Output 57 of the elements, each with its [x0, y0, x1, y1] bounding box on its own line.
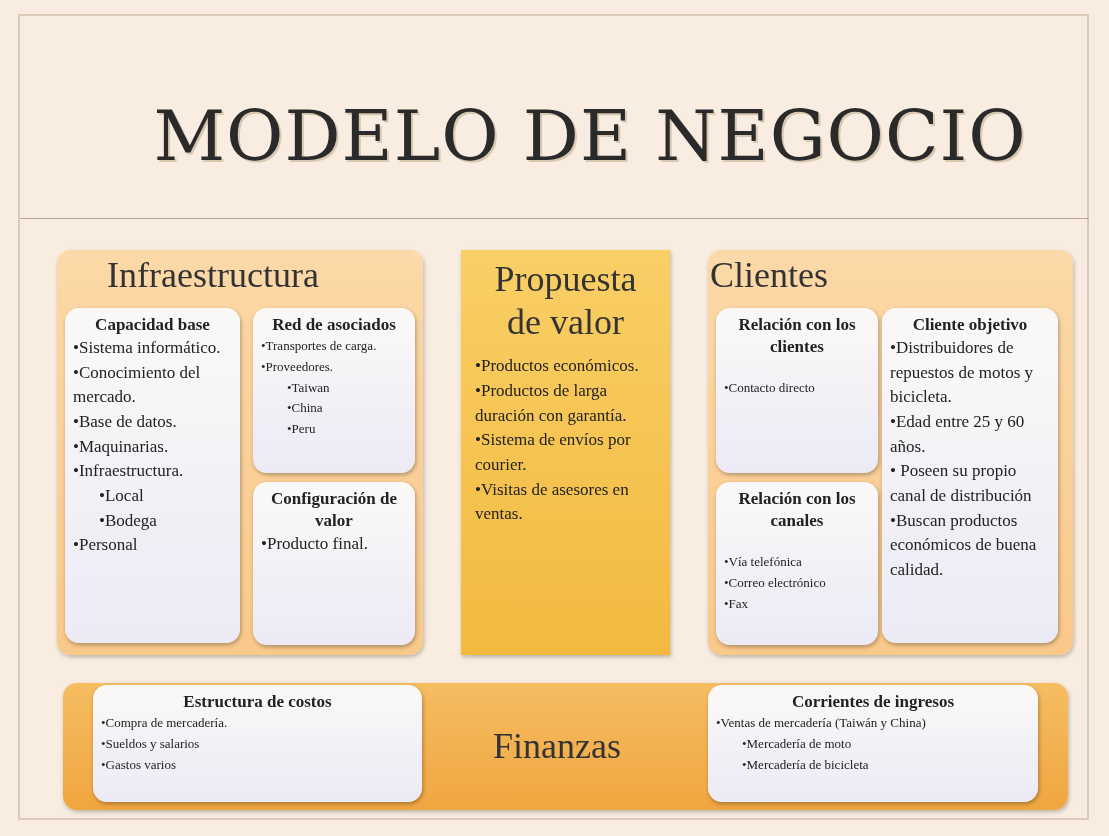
card-heading: Cliente objetivo [911, 314, 1029, 336]
card-heading: Capacidad base [94, 314, 211, 336]
list-item: •Bodega [99, 509, 158, 532]
list-item: •Buscan productos económicos de buena calidad. [890, 509, 1038, 581]
section-heading: Finanzas [493, 725, 621, 767]
list-item: •Edad entre 25 y 60 años. [890, 411, 1026, 458]
content-card [882, 308, 1058, 643]
list-item: •Taiwan [287, 378, 331, 397]
value-proposition-panel [461, 250, 670, 655]
section-heading: Infraestructura [107, 254, 319, 296]
list-item: •Infraestructura. [73, 460, 185, 483]
card-heading: Corrientes de ingresos [790, 691, 956, 713]
list-item: •China [287, 399, 324, 418]
card-heading: Red de asociados [271, 314, 397, 336]
content-card [253, 308, 415, 473]
list-item: •Maquinarias. [73, 435, 170, 458]
list-item: •Distribuidores de repuestos de motos y bicicleta. [890, 337, 1035, 409]
title: MODELO DE NEGOCIO [152, 95, 1028, 177]
list-item: •Ventas de mercadería (Taiwán y China) [716, 714, 927, 733]
card-heading: Relación con los canales [737, 488, 857, 533]
list-item: •Transportes de carga. [261, 337, 378, 356]
card-heading: Estructura de costos [182, 691, 333, 713]
list-item: •Peru [287, 420, 317, 439]
list-item: •Productos económicos. [475, 355, 640, 378]
list-item: •Mercadería de bicicleta [742, 755, 870, 774]
list-item: •Base de datos. [73, 411, 178, 433]
list-item: •Gastos varios [101, 755, 177, 774]
list-item: •Correo electrónico [724, 574, 827, 592]
list-item: •Compra de mercadería. [101, 714, 229, 733]
content-card [253, 482, 415, 645]
list-item: •Fax [724, 594, 750, 613]
content-card [708, 685, 1038, 802]
list-item: •Sistema informático. [73, 337, 222, 360]
list-item: •Vía telefónica [724, 553, 803, 572]
section-heading: Propuesta de valor [493, 258, 638, 345]
list-item: •Proveedores. [261, 357, 335, 376]
content-card [716, 482, 878, 645]
content-card [65, 308, 240, 643]
list-item: •Local [99, 484, 145, 507]
content-card [93, 685, 422, 802]
list-item: •Visitas de asesores en ventas. [475, 478, 630, 526]
list-item: •Personal [73, 534, 139, 557]
list-item: • Poseen su propio canal de distribución [890, 460, 1033, 507]
card-heading: Configuración de valor [269, 488, 399, 533]
list-item: •Productos de larga duración con garantía. [475, 380, 628, 427]
list-item: •Sistema de envíos por courier. [475, 429, 632, 476]
card-heading: Relación con los clientes [737, 314, 857, 359]
list-item: •Conocimiento del mercado. [73, 361, 202, 409]
list-item: •Producto final. [261, 533, 369, 556]
list-item: •Mercadería de moto [742, 734, 853, 753]
content-card [716, 308, 878, 473]
list-item: •Contacto directo [724, 379, 816, 398]
finance-band [63, 683, 1068, 810]
list-item: •Sueldos y salarios [101, 734, 201, 753]
section-panel [708, 250, 1073, 655]
section-heading: Clientes [710, 254, 828, 296]
section-panel [57, 250, 423, 655]
